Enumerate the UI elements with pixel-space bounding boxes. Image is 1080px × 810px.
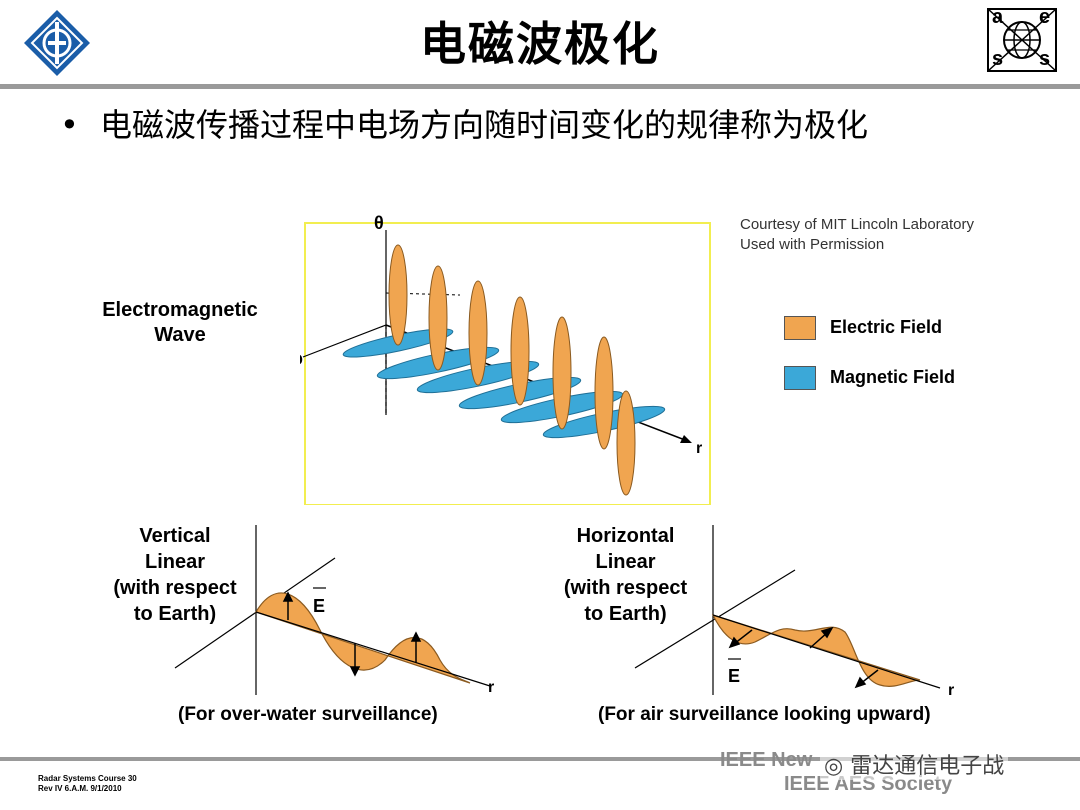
logo-letter: a bbox=[992, 6, 1004, 28]
footer-line-text: Rev IV 6.A.M. 9/1/2010 bbox=[38, 784, 122, 793]
footer-line-text: Radar Systems Course 30 bbox=[38, 774, 137, 783]
logo-letter: s bbox=[992, 48, 1004, 70]
horizontal-caption: (For air surveillance looking upward) bbox=[598, 704, 931, 725]
vertical-polarization-diagram: E r bbox=[174, 525, 494, 696]
wechat-icon: ◎ bbox=[824, 754, 844, 779]
legend-label: Electric Field bbox=[830, 316, 943, 337]
label-line: (with respect bbox=[563, 577, 688, 599]
legend-magnetic-field: Magnetic Field bbox=[784, 366, 955, 390]
label-line: Linear bbox=[144, 551, 206, 573]
logo-letter: s bbox=[1039, 48, 1051, 70]
label-line: (with respect bbox=[113, 577, 237, 599]
bullet-dot-icon: • bbox=[60, 106, 79, 144]
label-line: Vertical bbox=[139, 525, 211, 547]
e-vector-label: E bbox=[728, 666, 740, 686]
e-vector-label: E bbox=[313, 596, 325, 616]
bullet-point: • 电磁波传播过程中电场方向随时间变化的规律称为极化 bbox=[60, 100, 868, 146]
figure-credit: Courtesy of MIT Lincoln Laboratory Used … bbox=[740, 215, 974, 255]
bullet-text: 电磁波传播过程中电场方向随时间变化的规律称为极化 bbox=[100, 106, 869, 144]
magnetic-swatch bbox=[784, 366, 816, 390]
em-wave-figure: θ ϕ r bbox=[300, 213, 711, 505]
title-divider bbox=[0, 84, 1080, 89]
vertical-caption: (For over-water surveillance) bbox=[178, 704, 438, 725]
logo-letter: e bbox=[1039, 6, 1051, 28]
r-axis-label: r bbox=[488, 679, 494, 696]
vertical-linear-label: Vertical Linear (with respect to Earth) bbox=[100, 523, 250, 627]
phi-axis-label: ϕ bbox=[300, 348, 303, 370]
footer-divider bbox=[0, 757, 1080, 761]
em-wave-label: Electromagnetic Wave bbox=[102, 299, 258, 346]
horizontal-polarization-diagram: E r bbox=[634, 525, 954, 699]
electric-swatch bbox=[784, 316, 816, 340]
legend-label: Magnetic Field bbox=[830, 366, 956, 387]
theta-axis-label: θ bbox=[374, 213, 384, 233]
credit-line: Used with Permission bbox=[740, 236, 885, 253]
watermark-text: 雷达通信电子战 bbox=[850, 754, 1005, 779]
label-line: Horizontal bbox=[576, 525, 675, 547]
legend-electric-field: Electric Field bbox=[784, 316, 942, 340]
society-line: IEEE New bbox=[720, 749, 813, 771]
label-line: Linear bbox=[595, 551, 656, 573]
credit-line: Courtesy of MIT Lincoln Laboratory bbox=[740, 216, 975, 233]
label-line: to Earth) bbox=[584, 603, 667, 625]
horizontal-linear-label: Horizontal Linear (with respect to Earth… bbox=[548, 523, 703, 627]
r-axis-label: r bbox=[696, 440, 702, 457]
footer-course-info: Radar Systems Course 30 Rev IV 6.A.M. 9/… bbox=[38, 774, 137, 794]
ieee-diamond-logo-icon bbox=[24, 10, 90, 76]
label-line: to Earth) bbox=[133, 603, 217, 625]
aess-globe-logo-icon bbox=[987, 8, 1057, 72]
page-title: 电磁波极化 bbox=[420, 17, 660, 71]
wechat-watermark: ◎ 雷达通信电子战 bbox=[820, 748, 1009, 780]
r-axis-label: r bbox=[948, 682, 954, 699]
aess-logo: a e s s bbox=[987, 6, 1057, 72]
figure-frame bbox=[304, 222, 711, 505]
